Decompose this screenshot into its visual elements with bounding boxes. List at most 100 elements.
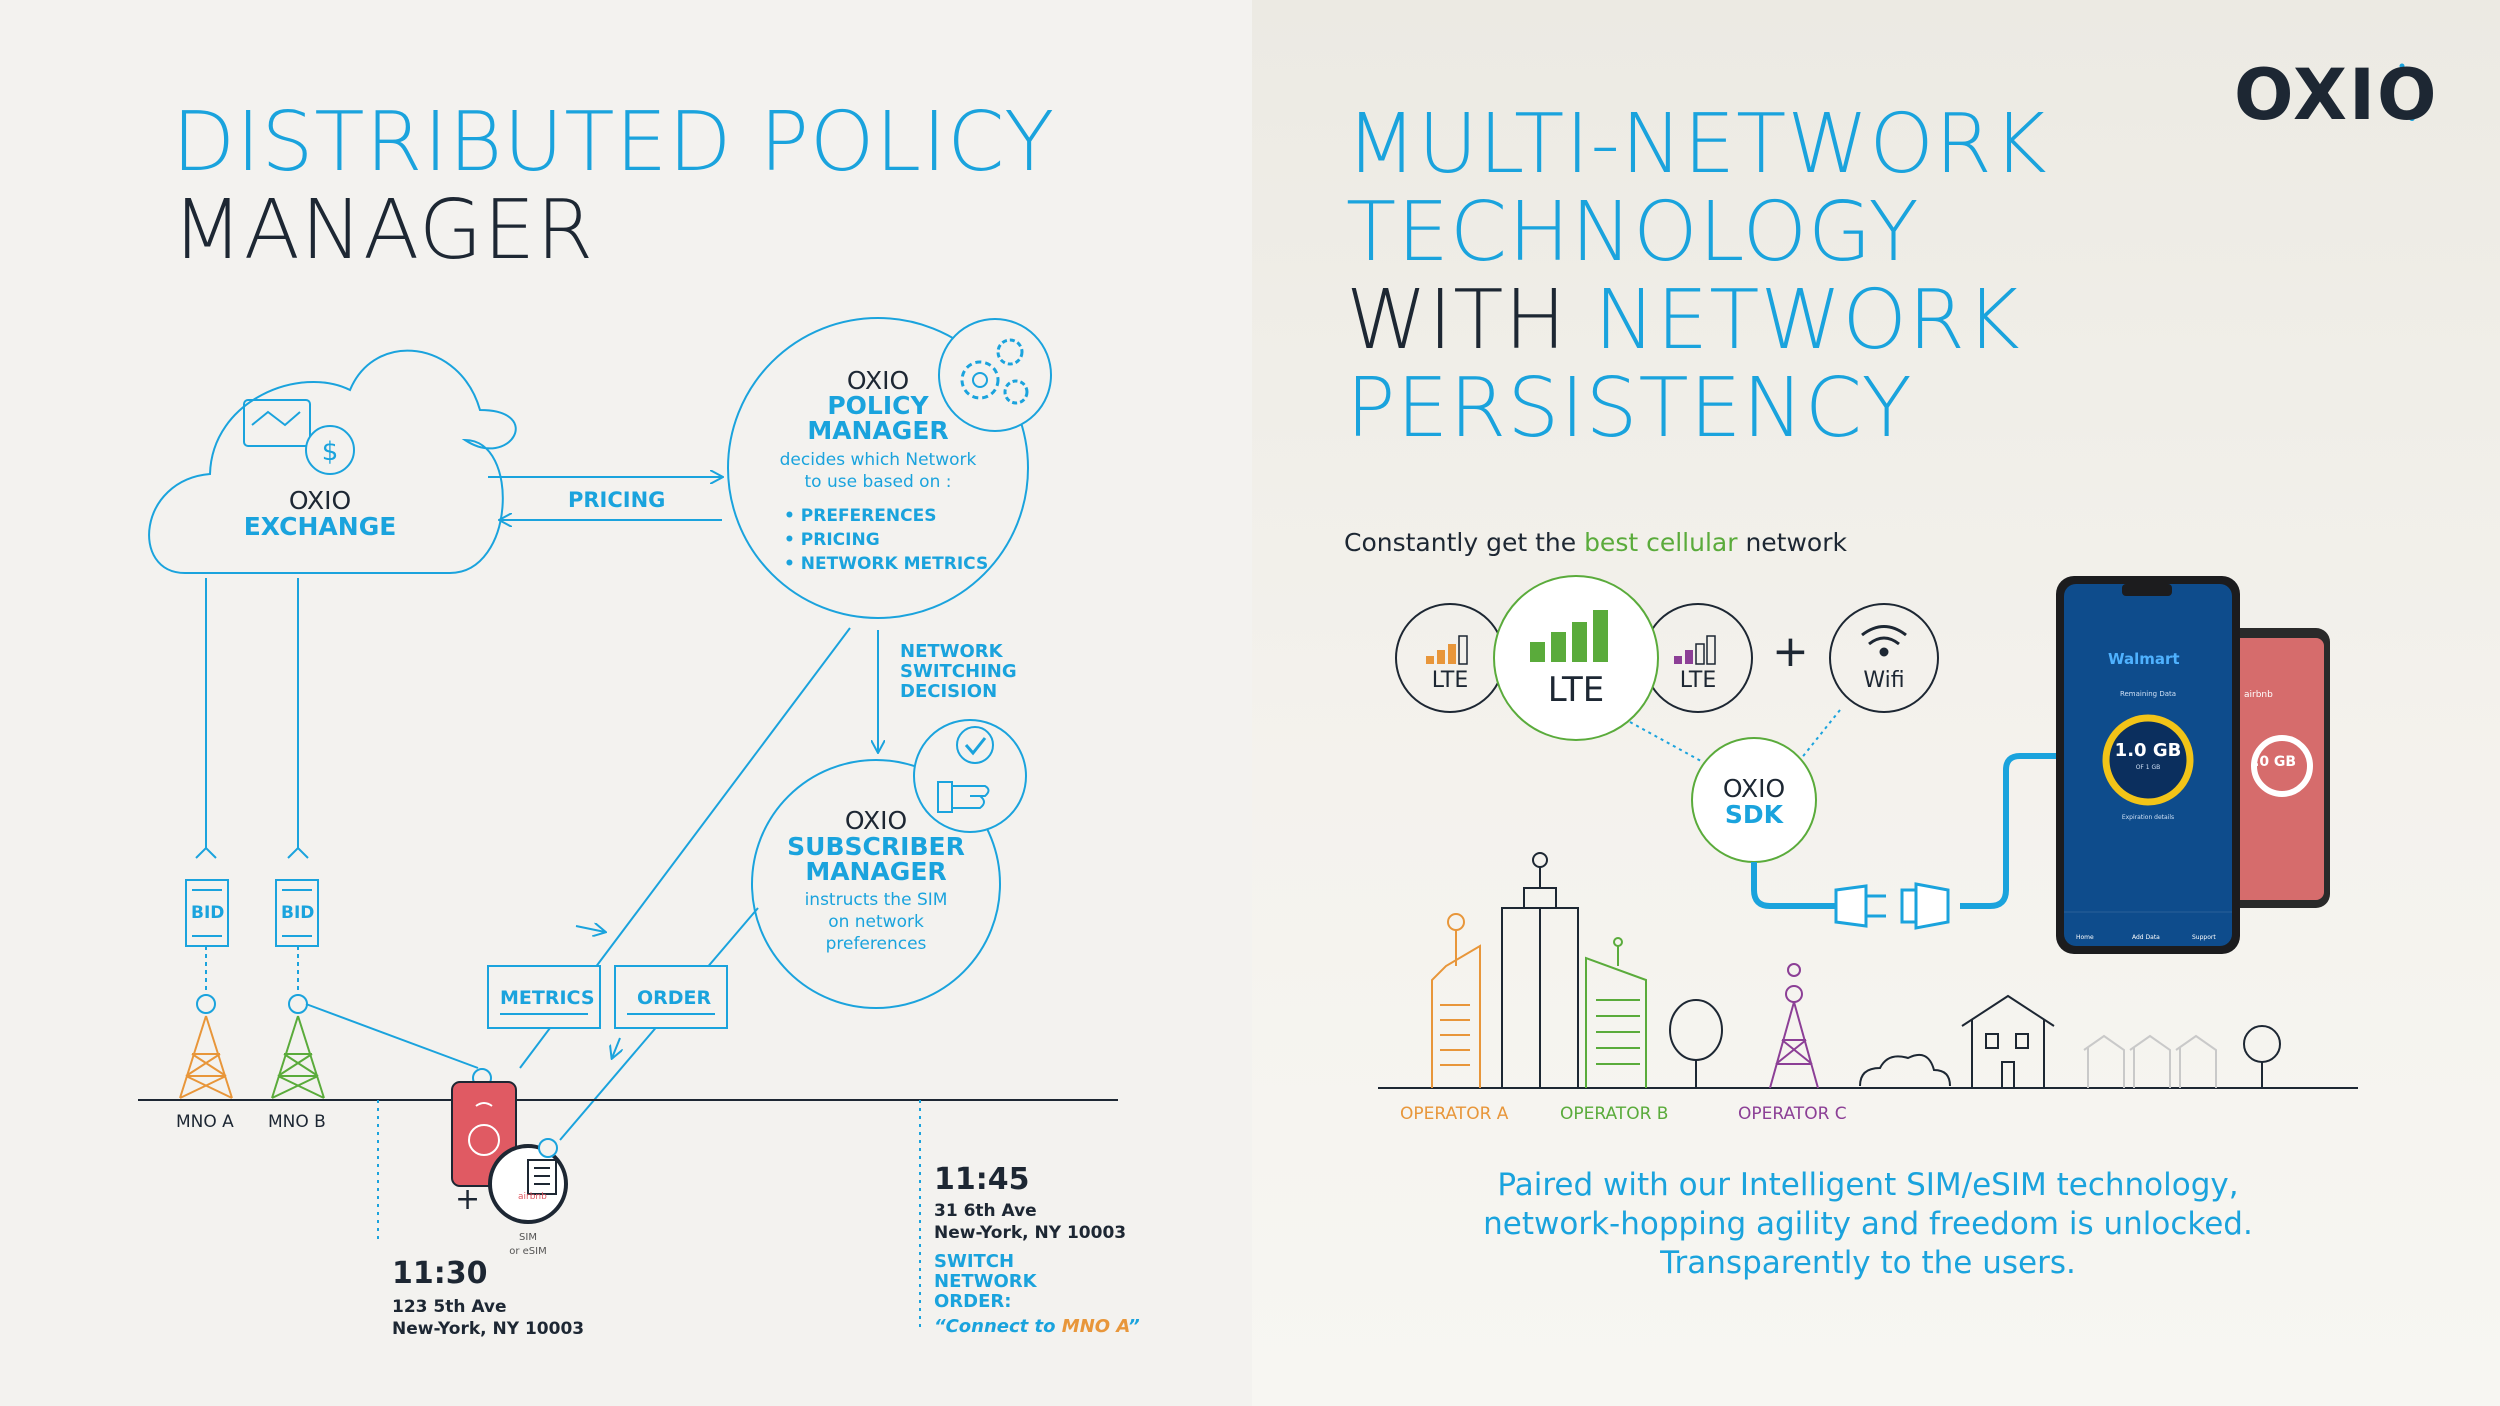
handshake-dollar-icon: $ (243, 399, 355, 475)
houses-faded (2083, 1034, 2217, 1088)
quote-suffix: ” (1128, 1316, 1140, 1337)
sdk-top: OXIO (1722, 774, 1786, 803)
phone-airbnb (2220, 628, 2330, 908)
house (1961, 994, 2055, 1089)
title-with: WITH (1346, 273, 1595, 368)
subscriber-manager-top: OXIO (844, 806, 908, 835)
exchange-top: OXIO (288, 486, 352, 515)
subscriber-desc-3: preferences (825, 934, 927, 954)
gears-icon (938, 318, 1052, 432)
operator-c-tower (1769, 963, 1819, 1089)
right-subtitle: Constantly get the best cellular network (1344, 528, 1847, 557)
switching-label-2: SWITCHING (900, 661, 1017, 682)
event1-addr2: New-York, NY 10003 (392, 1319, 585, 1339)
sdk-label: SDK (1724, 800, 1784, 829)
network-circle-lte-3 (1643, 603, 1753, 713)
sim-label-1: SIM (519, 1232, 537, 1243)
right-title-line3: WITH NETWORK (1346, 278, 2021, 364)
subscriber-manager-line1: SUBSCRIBER (787, 832, 965, 861)
phone-data-sub: OF 1 GB (2135, 764, 2161, 771)
left-title-line1: DISTRIBUTED POLICY (172, 95, 1056, 190)
operator-a-building (1431, 913, 1481, 1088)
hand-check-icon (913, 719, 1027, 833)
oxio-logo: OXIO (2234, 54, 2439, 136)
subscriber-desc-1: instructs the SIM (804, 890, 948, 910)
bid-label-b: BID (281, 903, 315, 923)
policy-manager-circle (727, 317, 1029, 619)
left-panel (0, 0, 1252, 1406)
policy-manager-line2: MANAGER (807, 416, 949, 445)
tree-2 (2243, 1025, 2281, 1088)
exchange-cloud (148, 349, 517, 574)
bid-document-a (185, 879, 229, 947)
title-network: NETWORK (1594, 273, 2021, 368)
mno-a-label: MNO A (176, 1112, 234, 1132)
operator-b-label: OPERATOR B (1560, 1104, 1669, 1124)
phone-nav-support: Support (2192, 934, 2216, 941)
subscriber-manager-circle (751, 759, 1001, 1009)
airbnb-label: airbnb (518, 1192, 547, 1202)
switching-label-3: DECISION (900, 681, 998, 702)
phone-caption: Remaining Data (2119, 690, 2177, 698)
cable (1751, 862, 1836, 909)
switching-label-1: NETWORK (900, 641, 1003, 662)
metrics-label: METRICS (500, 987, 595, 1009)
walmart-brand: Walmart (2108, 650, 2180, 668)
signal-bars-orange-icon (1426, 635, 1468, 665)
order-box (614, 965, 728, 1029)
right-title-line1: MULTI-NETWORK (1346, 97, 2048, 192)
policy-manager-desc2: to use based on : (804, 472, 952, 492)
phone-back-value: .0 GB (2254, 754, 2297, 770)
event2-addr1: 31 6th Ave (934, 1201, 1037, 1221)
policy-bullet-pricing: • PRICING (784, 530, 880, 550)
quote-target: MNO A (1061, 1316, 1129, 1337)
event1-addr1: 123 5th Ave (392, 1297, 507, 1317)
mno-b-label: MNO B (268, 1112, 326, 1132)
tagline-2: network-hopping agility and freedom is u… (1483, 1206, 2253, 1242)
bid-label-a: BID (191, 903, 225, 923)
exchange-label: EXCHANGE (243, 512, 397, 541)
signal-bars-green-icon (1530, 610, 1608, 662)
right-title-line2: TECHNOLOGY (1346, 185, 1920, 280)
left-title-line2: MANAGER (172, 183, 595, 278)
event2-order-1: SWITCH (934, 1251, 1015, 1272)
tower-mno-b (271, 994, 325, 1099)
network-circle-wifi (1829, 603, 1939, 713)
plug-icon (1834, 882, 1950, 930)
event1-time: 11:30 (392, 1256, 488, 1291)
phone-data-value: 1.0 GB (2114, 740, 2182, 761)
pricing-label: PRICING (568, 488, 666, 512)
operator-b-building (1585, 937, 1647, 1088)
lte-label-2: LTE (1547, 670, 1605, 710)
lte-label-3: LTE (1679, 668, 1717, 693)
right-title-line4: PERSISTENCY (1346, 361, 1913, 456)
event2-time: 11:45 (934, 1162, 1030, 1197)
policy-manager-desc1: decides which Network (779, 450, 977, 470)
policy-manager-top: OXIO (846, 366, 910, 395)
subtitle-suffix: network (1737, 528, 1847, 557)
oxio-logo-dots (2399, 63, 2427, 121)
sim-label-2: or eSIM (509, 1246, 547, 1257)
phone-back-brand: airbnb (2244, 690, 2273, 700)
event2-quote: “Connect to MNO A” (934, 1316, 1140, 1337)
phone-nav-home: Home (2076, 934, 2094, 941)
quote-prefix: “Connect to (934, 1316, 1062, 1337)
policy-manager-line1: POLICY (827, 391, 929, 420)
event2-order-2: NETWORK (934, 1271, 1037, 1292)
subtitle-highlight: best cellular (1584, 528, 1738, 557)
subscriber-manager-line2: MANAGER (805, 857, 947, 886)
order-label: ORDER (637, 987, 712, 1009)
tagline-1: Paired with our Intelligent SIM/eSIM tec… (1497, 1167, 2239, 1203)
signal-bars-purple-icon (1674, 635, 1716, 665)
phone-walmart (2056, 576, 2240, 954)
phone-nav-add-data: Add Data (2132, 934, 2160, 941)
tree-1 (1669, 999, 1723, 1088)
phone-sim-illustration (451, 1068, 568, 1224)
event2-addr2: New-York, NY 10003 (934, 1223, 1127, 1243)
event2-order-3: ORDER: (934, 1291, 1012, 1312)
svg-text:$: $ (322, 437, 339, 467)
network-plus: + (1772, 626, 1809, 677)
tower-mno-a (179, 994, 233, 1099)
operator-c-label: OPERATOR C (1738, 1104, 1847, 1124)
